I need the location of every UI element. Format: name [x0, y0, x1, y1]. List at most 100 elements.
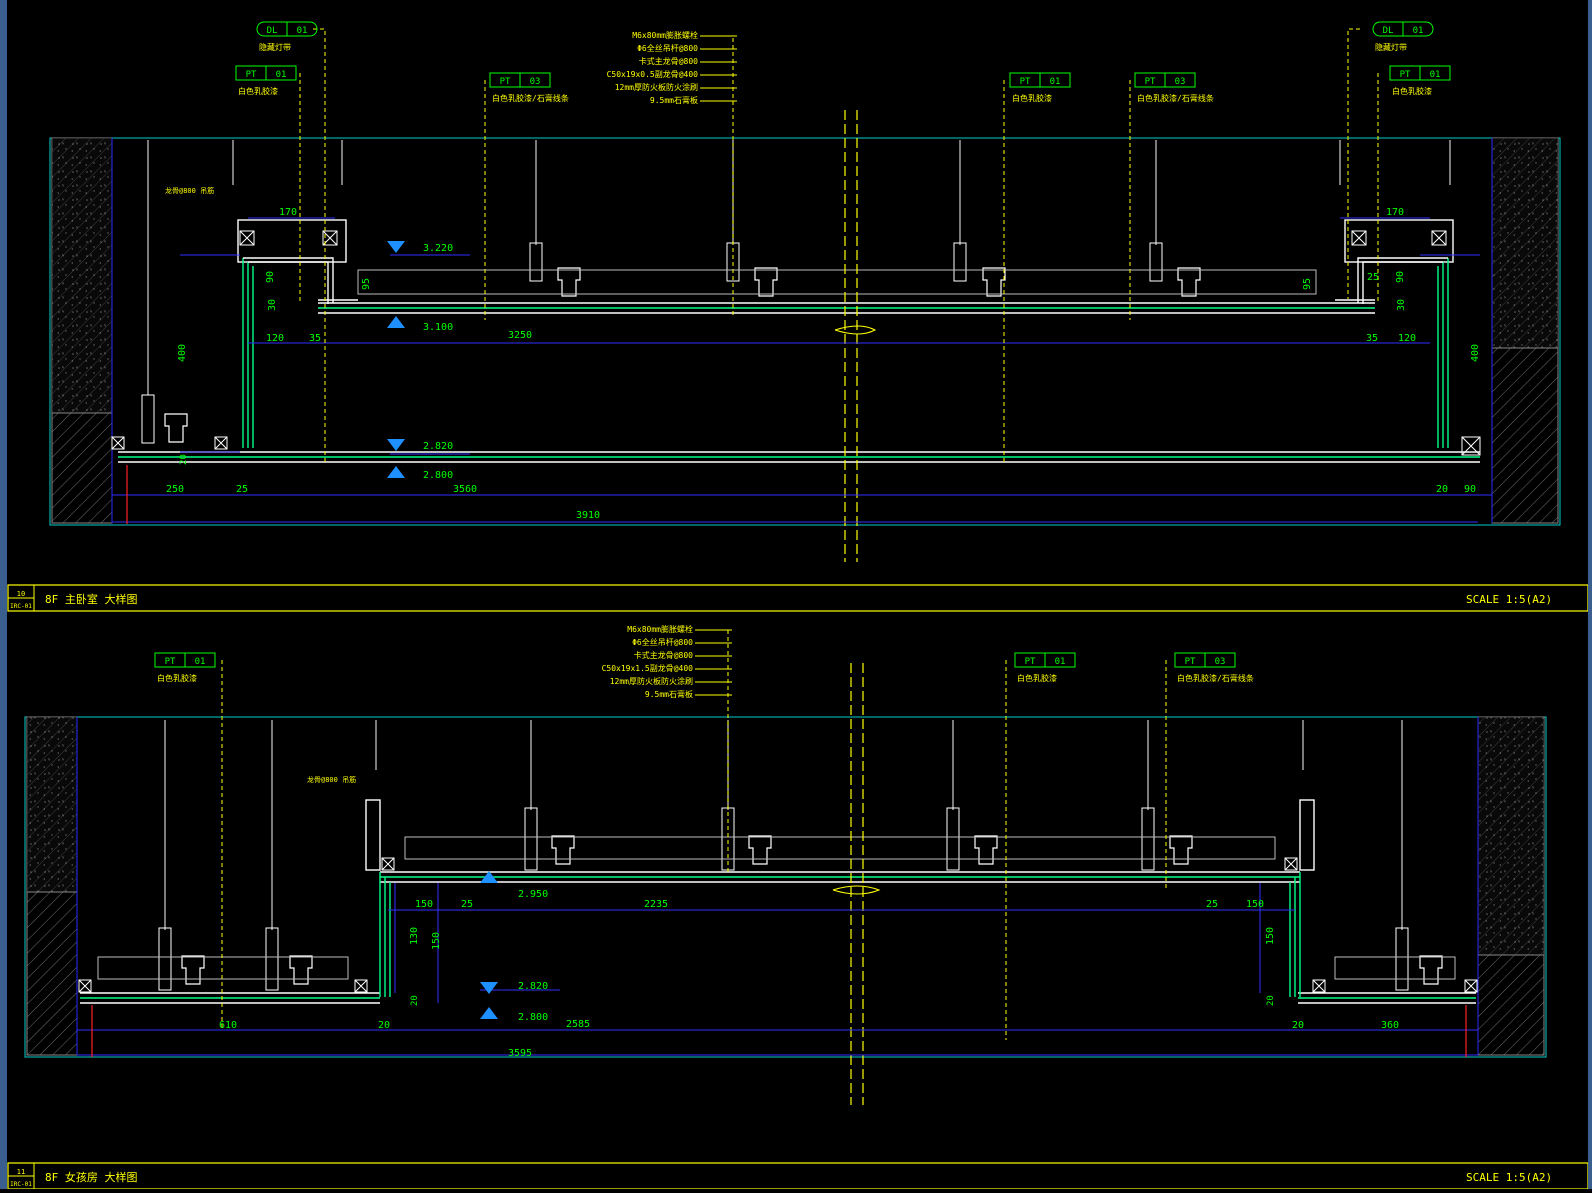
- detail-drawing-1[interactable]: [49, 28, 1561, 562]
- hanger-rods: [147, 140, 1451, 395]
- left-soffit: [237, 219, 358, 448]
- material-tag[interactable]: [1174, 652, 1236, 668]
- construction-note: 龙骨@800 吊筋: [307, 775, 356, 784]
- material-tag[interactable]: [256, 21, 318, 37]
- wall-speckle-left-2: [27, 717, 77, 892]
- dimension-label: 95: [361, 278, 372, 290]
- dimension-label: 20: [1436, 484, 1448, 495]
- dimension-label: 35: [309, 333, 321, 344]
- dimension-label: 150: [1265, 927, 1276, 945]
- dimension-label: 35: [1366, 333, 1378, 344]
- blocking-marks: [111, 230, 1481, 456]
- wall-hatch-right-lower: [1491, 347, 1559, 524]
- secondary-channel-2: [97, 836, 1456, 980]
- note-ticks: [700, 35, 737, 102]
- material-tag[interactable]: [154, 652, 216, 668]
- tag-code: DL: [267, 26, 278, 36]
- material-tag[interactable]: [489, 72, 551, 88]
- dimension-label: 3250: [508, 330, 532, 341]
- dimension-lines: [112, 217, 1492, 523]
- construction-note: 龙骨@800 吊筋: [165, 186, 214, 195]
- drawing-frame-2: [24, 716, 1547, 1058]
- material-tag[interactable]: [1134, 72, 1196, 88]
- tag-code: PT: [165, 657, 176, 667]
- dimension-label: 150: [431, 932, 442, 950]
- dimension-label: 360: [1381, 1020, 1399, 1031]
- tag-note: 白色乳胶漆: [1392, 86, 1432, 96]
- dimension-label: 3910: [576, 510, 600, 521]
- tag-code: PT: [246, 70, 257, 80]
- construction-note: M6x80mm膨胀螺栓: [632, 30, 698, 40]
- elevation-label: 3.220: [423, 243, 453, 254]
- construction-note: Φ6全丝吊杆@800: [637, 43, 698, 53]
- tag-code: PT: [1185, 657, 1196, 667]
- tag-note: 白色乳胶漆: [238, 86, 278, 96]
- dimension-label: 120: [266, 333, 284, 344]
- dimension-label: 20: [410, 995, 420, 1006]
- main-channels-2: [181, 835, 1443, 985]
- dimension-label: 150: [415, 899, 433, 910]
- dimension-label: 250: [166, 484, 184, 495]
- construction-note: Φ6全丝吊杆@800: [632, 637, 693, 647]
- ceiling-board-layers: [118, 302, 1480, 463]
- material-tag[interactable]: [1389, 65, 1451, 81]
- tag-number: 01: [1430, 70, 1441, 80]
- tag-number: 03: [1215, 657, 1226, 667]
- title-bar-1[interactable]: [7, 584, 1589, 612]
- material-tag[interactable]: [235, 65, 297, 81]
- sheet-ref: IRC-01: [10, 603, 32, 610]
- drawing-frame: [49, 137, 1561, 526]
- break-line: [844, 110, 858, 562]
- tag-note: 白色乳胶漆: [157, 673, 197, 683]
- tag-note: 隐藏灯带: [1375, 42, 1407, 52]
- dimension-label: 400: [1470, 344, 1481, 362]
- tag-number: 01: [1413, 26, 1424, 36]
- dimension-label: 3595: [508, 1048, 532, 1059]
- leader-lines-2: [221, 630, 1167, 1040]
- construction-note: 9.5mm石膏板: [645, 689, 693, 699]
- drawing-title: 8F 主卧室 大样图: [45, 592, 138, 606]
- construction-note: 12mm厚防火板防火涂刷: [610, 676, 693, 686]
- ceiling-board-layers-2: [80, 871, 1476, 1004]
- elevation-label: 3.100: [423, 322, 453, 333]
- dimension-label: 25: [1367, 272, 1379, 283]
- detail-drawing-2[interactable]: [24, 629, 1547, 1105]
- material-tag[interactable]: [1009, 72, 1071, 88]
- dimension-lines-2: [77, 883, 1478, 1056]
- drawing-scale: SCALE 1:5(A2): [1466, 593, 1552, 606]
- construction-note: 卡式主龙骨@800: [634, 650, 693, 660]
- wall-speckle-right: [1492, 138, 1558, 348]
- drawing-number: 10: [17, 590, 25, 598]
- dimension-label: 90: [265, 271, 276, 283]
- construction-note: 9.5mm石膏板: [650, 95, 698, 105]
- dimension-label: 610: [219, 1020, 237, 1031]
- dimension-label: 30: [1396, 299, 1407, 311]
- material-tag[interactable]: [1014, 652, 1076, 668]
- dimension-label: 170: [1386, 207, 1404, 218]
- dimension-label: 130: [409, 927, 420, 945]
- drop-walls-2: [365, 799, 1315, 997]
- tag-number: 01: [276, 70, 287, 80]
- dimension-label: 400: [177, 344, 188, 362]
- elevation-label: 2.820: [423, 441, 453, 452]
- tag-number: 03: [530, 77, 541, 87]
- tag-number: 03: [1175, 77, 1186, 87]
- tag-code: PT: [1400, 70, 1411, 80]
- construction-note: 12mm厚防火板防火涂刷: [615, 82, 698, 92]
- drawing-title: 8F 女孩房 大样图: [45, 1170, 138, 1184]
- dimension-label: 20: [1266, 995, 1276, 1006]
- construction-note: C50x19x0.5副龙骨@400: [607, 69, 699, 79]
- break-line-2: [850, 663, 864, 1105]
- dimension-label: 20: [378, 1020, 390, 1031]
- tag-number: 01: [1050, 77, 1061, 87]
- material-tag[interactable]: [1372, 21, 1434, 37]
- tag-code: DL: [1383, 26, 1394, 36]
- drawing-number: 11: [17, 1168, 25, 1176]
- tag-code: PT: [1020, 77, 1031, 87]
- construction-note: 卡式主龙骨@800: [639, 56, 698, 66]
- dimension-label: 95: [1302, 278, 1313, 290]
- title-bar-2[interactable]: [7, 1162, 1589, 1190]
- elevation-label: 2.950: [518, 889, 548, 900]
